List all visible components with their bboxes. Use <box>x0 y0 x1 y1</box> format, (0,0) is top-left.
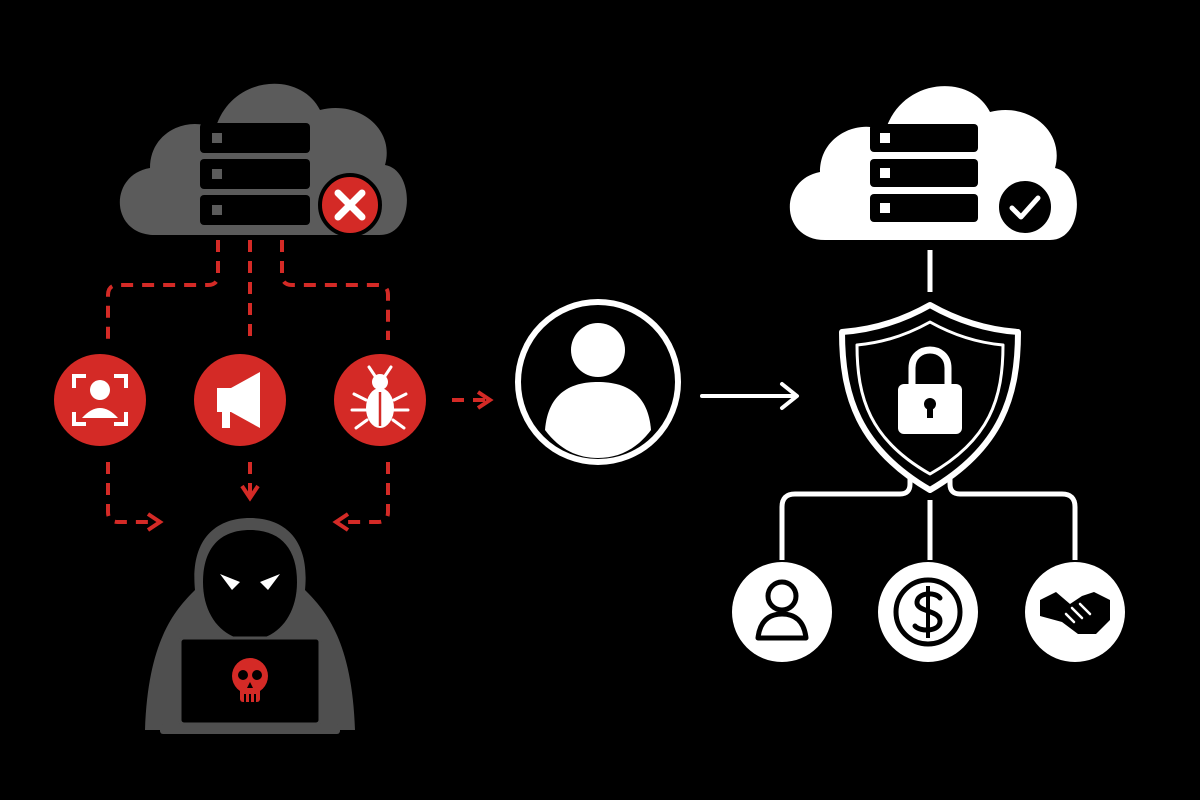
megaphone-icon <box>194 354 286 446</box>
connector-shield-to-user <box>779 478 913 560</box>
protected-cloud <box>789 86 1077 240</box>
compromised-cloud <box>119 83 407 237</box>
user-to-shield-arrow <box>700 382 799 410</box>
outcome-connectors <box>779 478 1078 560</box>
threat-nodes <box>54 354 426 446</box>
face-scan-icon <box>54 354 146 446</box>
hooded-hacker-icon <box>145 518 355 734</box>
central-user <box>515 299 681 465</box>
handshake-icon <box>1025 562 1125 662</box>
bug-icon <box>334 354 426 446</box>
shield-lock-icon <box>839 302 1021 493</box>
connector-cloud-to-face-scan <box>106 240 220 340</box>
connector-face-scan-to-hacker <box>106 462 164 532</box>
user-icon <box>732 562 832 662</box>
attack-connectors <box>106 390 494 532</box>
outcome-nodes <box>732 562 1125 662</box>
connector-bug-to-hacker <box>332 462 390 532</box>
user-icon <box>515 299 681 465</box>
threat-connectors <box>106 240 390 340</box>
x-badge-icon <box>318 173 382 237</box>
dollar-icon <box>878 562 978 662</box>
connector-shield-to-handshake <box>947 478 1078 560</box>
check-badge-icon <box>995 177 1055 237</box>
connector-cloud-to-bug <box>280 240 390 340</box>
skull-icon <box>232 658 268 702</box>
